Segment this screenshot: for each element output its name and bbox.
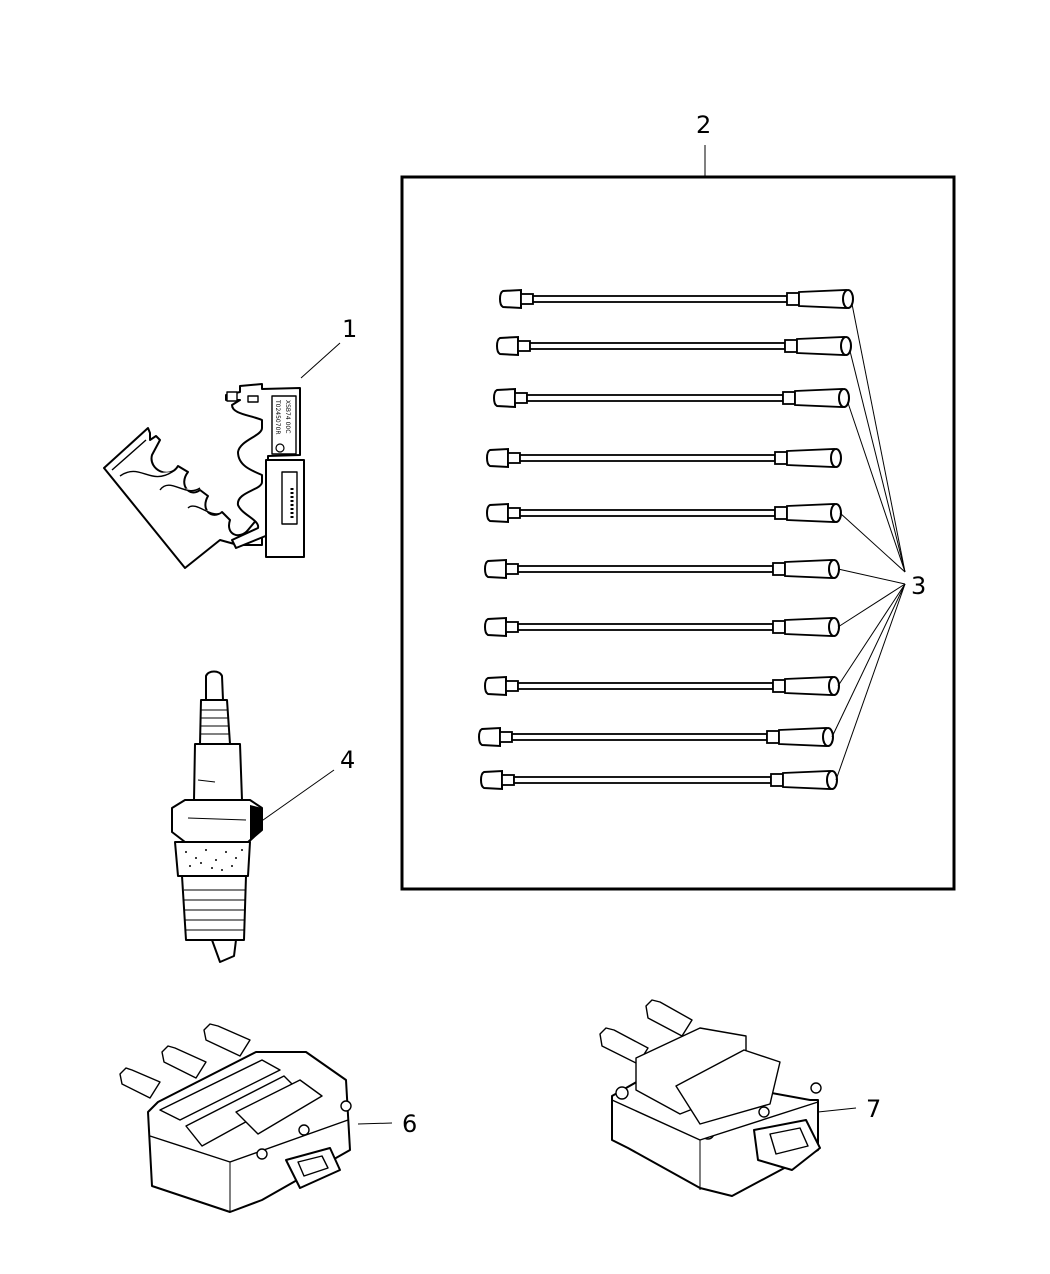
ignition-coil-pack-b bbox=[599, 999, 822, 1197]
leader-line-3 bbox=[849, 350, 906, 573]
ignition-wire bbox=[499, 288, 854, 310]
leader-line-3 bbox=[835, 583, 906, 781]
ignition-wires bbox=[478, 288, 854, 791]
leader-line-1 bbox=[300, 342, 341, 379]
clip-text-2: XSB74 00C bbox=[284, 400, 291, 433]
callout-2: 2 bbox=[696, 111, 711, 139]
ignition-coil-pack-a bbox=[119, 1023, 352, 1213]
ignition-wire bbox=[493, 387, 850, 409]
leader-lines-3 bbox=[831, 303, 906, 781]
leader-line-3 bbox=[839, 512, 906, 573]
leader-line-7 bbox=[817, 1107, 857, 1113]
leader-line-3 bbox=[831, 583, 906, 738]
ignition-wire bbox=[480, 769, 838, 791]
ignition-wire bbox=[486, 502, 842, 524]
ignition-wire bbox=[496, 335, 852, 357]
wire-separator-clip: T0245070R XSB74 00C bbox=[103, 383, 305, 569]
leader-line-4 bbox=[255, 769, 335, 826]
callout-4: 4 bbox=[340, 746, 355, 774]
wire-set-box bbox=[400, 145, 956, 891]
leader-line-6 bbox=[357, 1122, 393, 1125]
leader-line-3 bbox=[837, 583, 906, 628]
leader-line-3 bbox=[837, 568, 906, 585]
ignition-wire bbox=[484, 558, 840, 580]
ignition-wire bbox=[486, 447, 842, 469]
ignition-wire bbox=[478, 726, 834, 748]
callout-6: 6 bbox=[402, 1110, 417, 1138]
ignition-wire bbox=[484, 675, 840, 697]
callout-7: 7 bbox=[866, 1095, 881, 1123]
spark-plug bbox=[171, 670, 263, 963]
callout-1: 1 bbox=[342, 315, 357, 343]
leader-line-3 bbox=[847, 402, 906, 573]
leader-line-3 bbox=[837, 583, 906, 687]
ignition-wire bbox=[484, 616, 840, 638]
clip-text-1: T0245070R bbox=[274, 399, 281, 435]
callout-3: 3 bbox=[911, 572, 926, 600]
leader-line-3 bbox=[851, 303, 906, 573]
